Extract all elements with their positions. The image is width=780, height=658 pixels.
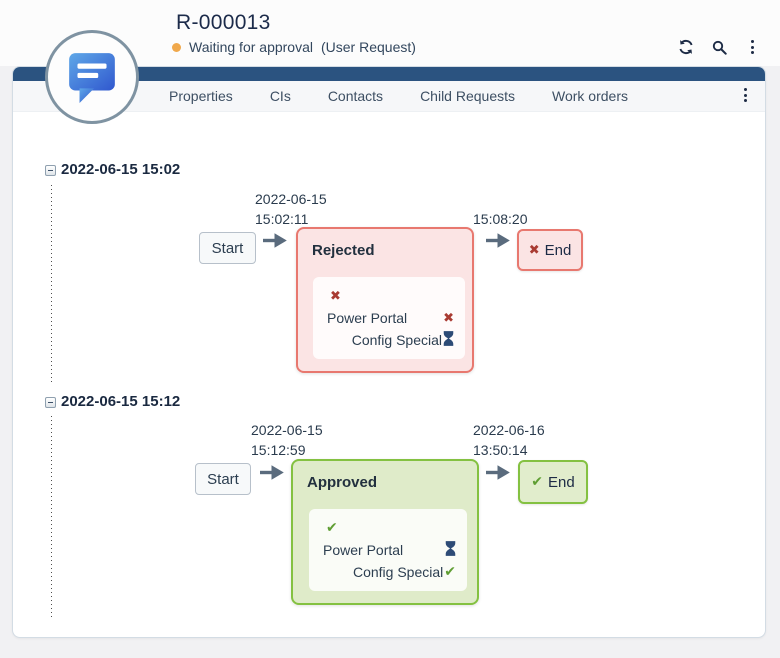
arrow-right-icon <box>262 232 288 254</box>
collapse-toggle-icon[interactable] <box>45 397 56 408</box>
end-time: 15:08:20 <box>473 211 528 227</box>
cross-icon: ✖ <box>528 242 540 258</box>
timeline-section-header: 2022-06-15 15:12 <box>61 393 181 410</box>
tab-contacts[interactable]: Contacts <box>327 88 384 104</box>
end-node-approved: ✔ End <box>518 460 588 504</box>
arrow-right-icon <box>259 464 285 486</box>
approver-row: Power Portal <box>323 539 456 561</box>
step-summary-row: ✖ <box>327 285 454 307</box>
timeline-dotted-line <box>51 185 52 385</box>
approval-step-box-approved: Approved ✔ Power Portal Config Special ✔ <box>291 459 479 605</box>
check-icon: ✔ <box>531 474 544 490</box>
tab-cis[interactable]: CIs <box>269 88 291 104</box>
end-node-rejected: ✖ End <box>517 229 583 271</box>
approver-table: ✖ Power Portal ✖ Config Special <box>313 277 465 359</box>
approval-result-label: Approved <box>307 474 378 491</box>
end-label: End <box>548 473 575 491</box>
object-class-label: (User Request) <box>320 39 416 55</box>
start-date: 2022-06-15 <box>255 191 327 207</box>
kebab-menu-icon[interactable] <box>744 39 760 55</box>
end-label: End <box>544 241 572 259</box>
page-title: R-000013 <box>176 11 271 34</box>
timeline-dotted-line <box>51 416 52 618</box>
end-date <box>473 189 528 209</box>
card-accent-bar <box>13 67 765 81</box>
tab-properties[interactable]: Properties <box>169 88 233 104</box>
cross-icon: ✖ <box>330 288 341 304</box>
tab-work-orders[interactable]: Work orders <box>552 88 628 104</box>
status-dot-icon <box>172 42 181 52</box>
tab-overflow-kebab-icon[interactable] <box>744 88 747 102</box>
end-timestamp: 2022-06-16 13:50:14 <box>473 420 545 460</box>
search-icon[interactable] <box>711 39 727 55</box>
arrow-right-icon <box>485 464 511 486</box>
speech-bubble-icon <box>69 53 115 103</box>
approver-row: Power Portal ✖ <box>327 307 454 329</box>
start-node: Start <box>195 463 251 495</box>
end-timestamp: 15:08:20 <box>473 189 528 229</box>
step-summary-row: ✔ <box>323 517 456 539</box>
check-icon: ✔ <box>444 564 456 580</box>
approver-name: Config Special <box>352 564 444 580</box>
end-date: 2022-06-16 <box>473 422 545 438</box>
approval-step-box-rejected: Rejected ✖ Power Portal ✖ Config Special <box>296 227 474 373</box>
start-timestamp: 2022-06-15 15:12:59 <box>251 420 323 460</box>
arrow-right-icon <box>485 232 511 254</box>
approver-name: Power Portal <box>323 542 404 558</box>
object-class-badge <box>45 30 139 124</box>
start-timestamp: 2022-06-15 15:02:11 <box>255 189 327 229</box>
refresh-icon[interactable] <box>678 39 694 55</box>
tab-bar: Properties CIs Contacts Child Requests W… <box>13 81 765 112</box>
hourglass-icon <box>443 331 454 349</box>
start-date: 2022-06-15 <box>251 422 323 438</box>
check-icon: ✔ <box>326 520 338 536</box>
end-time: 13:50:14 <box>473 442 528 458</box>
timeline-section-header: 2022-06-15 15:02 <box>61 161 181 178</box>
status-label: Waiting for approval <box>189 39 313 55</box>
collapse-toggle-icon[interactable] <box>45 165 56 176</box>
status-row: Waiting for approval (User Request) <box>172 39 416 55</box>
approval-result-label: Rejected <box>312 242 375 259</box>
cross-icon: ✖ <box>443 310 454 326</box>
header-toolbar <box>678 39 760 55</box>
approver-table: ✔ Power Portal Config Special ✔ <box>309 509 467 591</box>
approver-name: Config Special <box>351 332 442 348</box>
start-node: Start <box>199 232 256 264</box>
start-time: 15:02:11 <box>255 211 309 227</box>
tab-child-requests[interactable]: Child Requests <box>420 88 515 104</box>
approver-row: Config Special <box>327 329 454 351</box>
approver-name: Power Portal <box>327 310 408 326</box>
start-time: 15:12:59 <box>251 442 306 458</box>
approver-row: Config Special ✔ <box>323 561 456 583</box>
object-card: Properties CIs Contacts Child Requests W… <box>12 66 766 638</box>
hourglass-icon <box>445 541 456 559</box>
